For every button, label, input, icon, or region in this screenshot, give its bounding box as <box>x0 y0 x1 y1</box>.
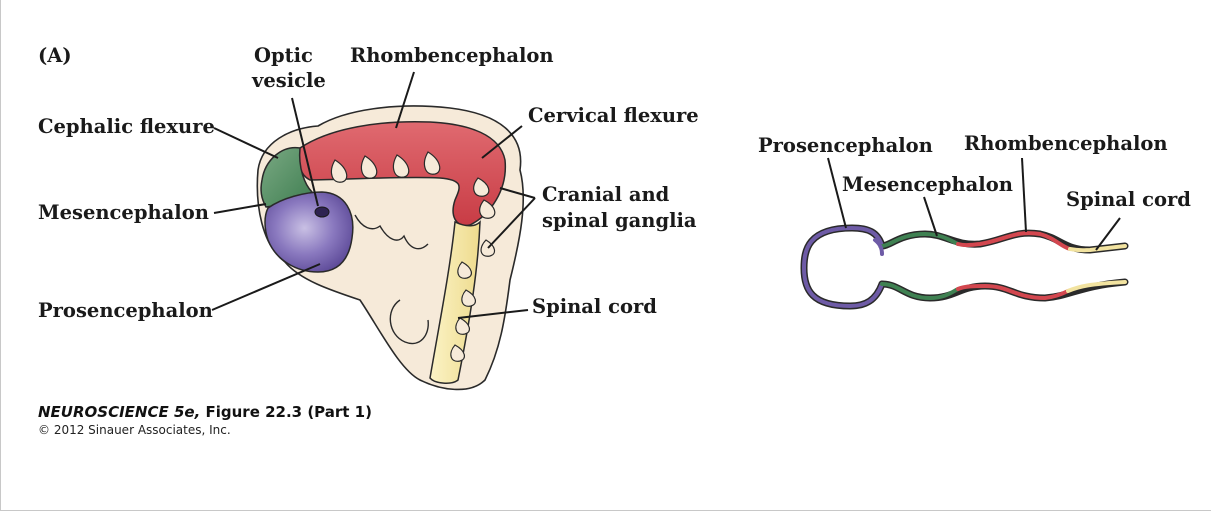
tube-leader-lines <box>827 157 1121 251</box>
label-optic-vesicle-line1: Optic <box>254 44 313 67</box>
label-mesencephalon-embryo: Mesencephalon <box>38 201 209 224</box>
label-optic-vesicle-line2: vesicle <box>251 69 326 92</box>
label-cephalic-flexure: Cephalic flexure <box>38 115 215 138</box>
label-ganglia-line2: spinal ganglia <box>542 209 697 232</box>
label-prosencephalon-tube: Prosencephalon <box>758 134 933 157</box>
embryo-spinal-cord <box>429 220 481 384</box>
tube-rhombencephalon-lower <box>956 283 1070 301</box>
optic-vesicle-dot <box>314 206 330 218</box>
tube-spinal-cord-lower <box>1066 280 1127 293</box>
neural-tube-schematic <box>800 224 1129 310</box>
embryo-illustration <box>256 105 525 391</box>
figure-caption: NEUROSCIENCE 5e, Figure 22.3 (Part 1) <box>38 403 372 421</box>
hindbrain-ganglia <box>330 151 496 219</box>
label-rhombencephalon-tube: Rhombencephalon <box>964 132 1168 155</box>
label-ganglia-line1: Cranial and <box>542 183 670 206</box>
label-prosencephalon-embryo: Prosencephalon <box>38 299 213 322</box>
caption-book-title: NEUROSCIENCE 5e, <box>38 403 201 421</box>
label-cervical-flexure: Cervical flexure <box>528 104 699 127</box>
embryo-leader-lines <box>211 71 536 319</box>
tube-prosencephalon-curve <box>801 225 884 309</box>
tube-mesencephalon-upper <box>880 231 960 248</box>
tube-rhombencephalon-upper <box>956 231 1072 251</box>
pharyngeal-folds <box>354 214 429 250</box>
caption-figure-number: Figure 22.3 (Part 1) <box>200 403 372 421</box>
embryo-prosencephalon <box>264 191 354 273</box>
label-spinal-cord-tube: Spinal cord <box>1066 188 1191 211</box>
label-mesencephalon-tube: Mesencephalon <box>842 173 1013 196</box>
tube-mesencephalon-lower <box>880 282 960 301</box>
label-spinal-cord-embryo: Spinal cord <box>532 295 657 318</box>
limb-bud <box>389 299 429 345</box>
tube-spinal-cord-upper <box>1068 244 1127 253</box>
caption-copyright: © 2012 Sinauer Associates, Inc. <box>38 423 231 437</box>
label-rhombencephalon-embryo: Rhombencephalon <box>350 44 554 67</box>
panel-label: (A) <box>38 44 72 67</box>
